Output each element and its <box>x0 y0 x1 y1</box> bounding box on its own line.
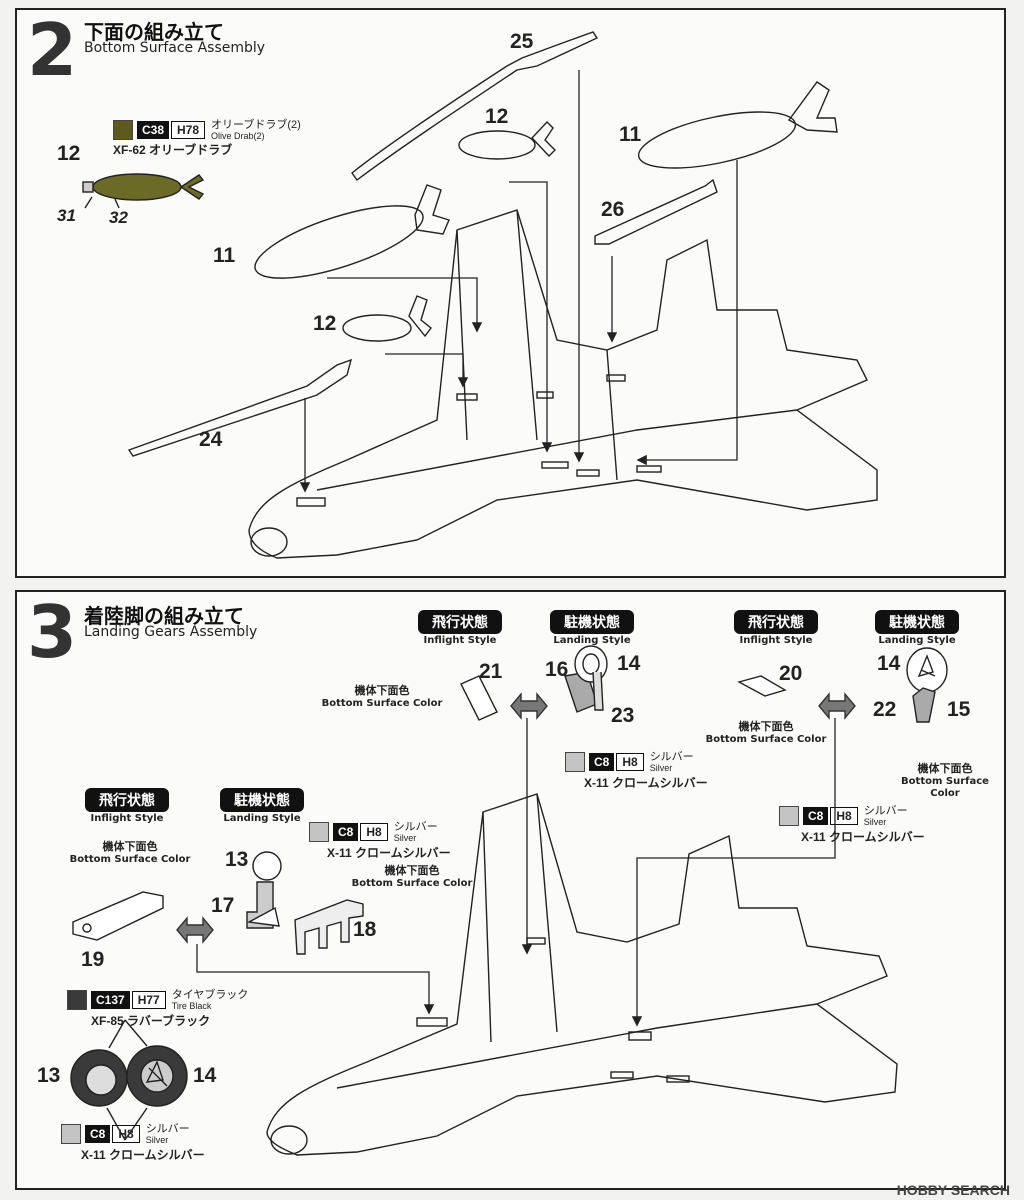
part-number: 17 <box>211 894 235 917</box>
olive-drab-swatch <box>113 120 133 141</box>
part-number: 25 <box>510 30 534 53</box>
part-number: 11 <box>213 244 236 267</box>
step-number: 3 <box>27 590 78 674</box>
aircraft-bottom-view <box>248 209 878 559</box>
step-title-jp: 下面の組み立て <box>84 20 224 44</box>
step-title-jp: 着陸脚の組み立て <box>84 604 244 628</box>
part-number: 13 <box>225 848 249 871</box>
part-number: 31 <box>57 206 76 225</box>
aircraft-landing-gear-view <box>266 793 898 1156</box>
part-number: 24 <box>199 428 223 451</box>
silver-swatch <box>61 1124 81 1145</box>
part-number: 14 <box>877 652 901 675</box>
part-number: 32 <box>109 208 128 227</box>
olive-drab-color-callout: C38 H78 オリーブドラブ(2)Olive Drab(2) <box>113 119 301 141</box>
part-number: 15 <box>947 698 971 721</box>
silver-swatch <box>779 806 799 827</box>
part-number: 22 <box>873 698 897 721</box>
step-title-en: Landing Gears Assembly <box>84 624 258 640</box>
part-number: 19 <box>81 948 105 971</box>
part-number: 14 <box>193 1064 217 1087</box>
painted-bomb-12 <box>82 173 205 201</box>
bottom-assembly-drawing <box>82 31 878 559</box>
silver-sub-name: X-11 クロームシルバー <box>327 846 451 860</box>
part-number: 12 <box>485 105 509 128</box>
watermark: HOBBY SEARCH <box>896 1182 1010 1198</box>
part-number: 11 <box>619 123 642 146</box>
part-number: 16 <box>545 658 569 681</box>
part-number: 18 <box>353 918 377 941</box>
part-number: 23 <box>611 704 635 727</box>
tire-black-swatch <box>67 990 87 1011</box>
color-name-jp: オリーブドラブ(2) <box>211 119 301 131</box>
color-code-c: C38 <box>137 121 170 140</box>
part-number: 14 <box>617 652 641 675</box>
step-number: 2 <box>27 8 78 92</box>
step-title-en: Bottom Surface Assembly <box>84 40 266 56</box>
color-sub-name: XF-62 オリーブドラブ <box>113 143 233 157</box>
part-number: 13 <box>37 1064 61 1087</box>
part-number: 20 <box>779 662 803 685</box>
silver-sub-name: X-11 クロームシルバー <box>81 1148 205 1162</box>
landing-gear-drawing <box>70 645 948 1156</box>
part-number: 12 <box>313 312 337 335</box>
part-number: 26 <box>601 198 625 221</box>
silver-sub-name: X-11 クロームシルバー <box>584 776 708 790</box>
silver-swatch <box>565 752 585 773</box>
tire-sub-name: XF-85 ラバーブラック <box>91 1014 211 1028</box>
part-number: 12 <box>57 142 81 165</box>
color-name-en: Olive Drab(2) <box>211 130 265 141</box>
color-code-h: H78 <box>171 121 206 140</box>
silver-sub-name: X-11 クロームシルバー <box>801 830 925 844</box>
step-2-panel: 2 下面の組み立て Bottom Surface Assembly C38 H7… <box>15 8 1006 578</box>
part-number: 21 <box>479 660 503 683</box>
silver-swatch <box>309 822 329 843</box>
